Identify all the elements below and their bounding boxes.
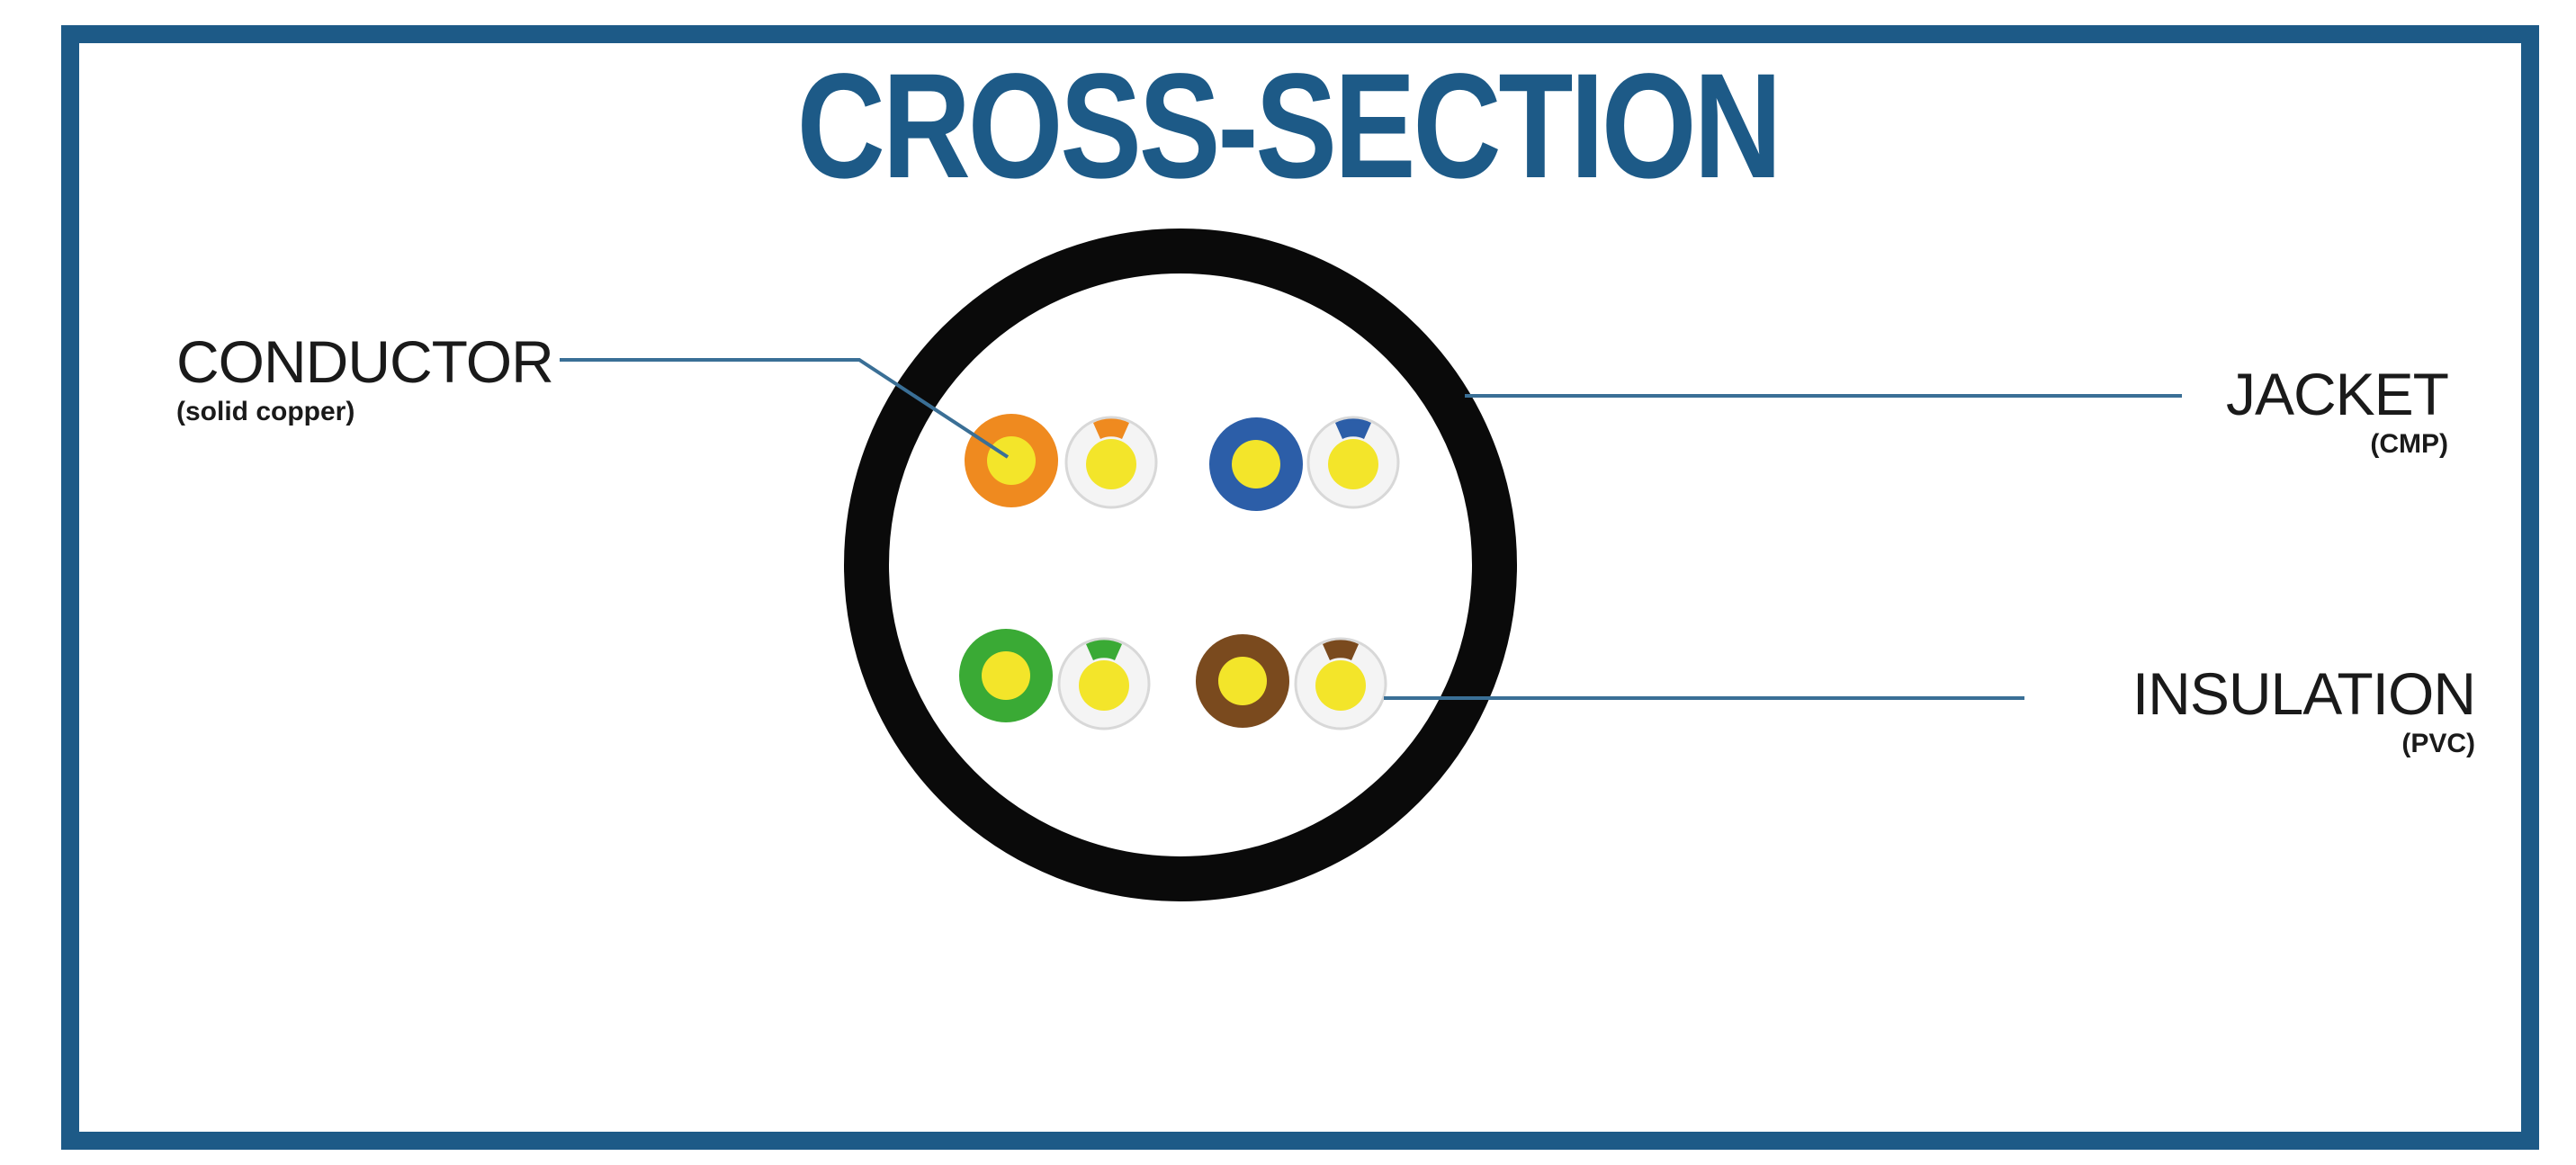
conductor-label-title: CONDUCTOR [176, 328, 554, 395]
jacket-label-subtitle: (CMP) [2370, 429, 2448, 459]
conductor-label-subtitle: (solid copper) [176, 397, 355, 426]
conductor-label: CONDUCTOR (solid copper) [176, 328, 554, 426]
insulation-label-title: INSULATION [2132, 660, 2476, 727]
jacket-label-title: JACKET [2225, 361, 2449, 427]
diagram-frame [61, 25, 2539, 1150]
brown-white-wire-conductor [1315, 660, 1366, 711]
orange-wire-conductor [987, 436, 1036, 485]
twisted-pair-brown [1196, 634, 1387, 730]
insulation-label: INSULATION (PVC) [2132, 660, 2476, 758]
brown-wire-conductor [1218, 657, 1267, 705]
green-wire-conductor [982, 651, 1030, 700]
brown-white-stripe [1323, 640, 1359, 660]
conductor-leader-line [560, 358, 1010, 459]
blue-white-wire-conductor [1328, 439, 1378, 489]
orange-white-stripe [1093, 418, 1129, 439]
green-white-wire-conductor [1079, 660, 1129, 711]
jacket-label: JACKET (CMP) [2225, 361, 2449, 459]
jacket-ring [844, 229, 1517, 901]
twisted-pair-green [959, 629, 1151, 730]
twisted-pair-blue [1209, 416, 1400, 511]
insulation-label-subtitle: (PVC) [2401, 729, 2475, 758]
blue-wire-conductor [1232, 440, 1280, 488]
blue-white-stripe [1335, 418, 1371, 439]
orange-white-wire-conductor [1086, 439, 1136, 489]
twisted-pair-orange [965, 414, 1158, 509]
diagram-title: CROSS-SECTION [796, 43, 1782, 210]
green-white-stripe [1086, 640, 1122, 660]
